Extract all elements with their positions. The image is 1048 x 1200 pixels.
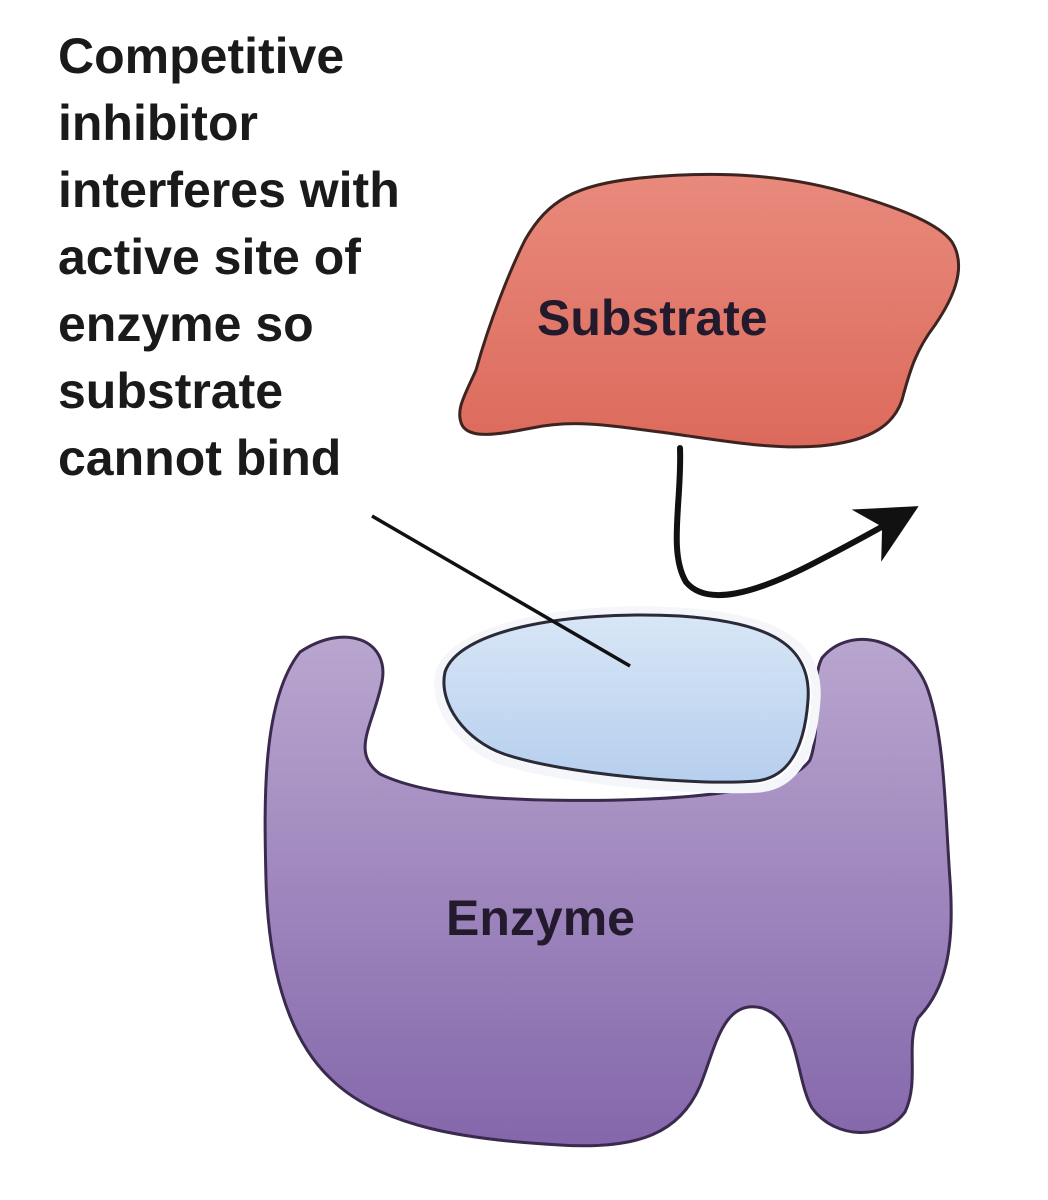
caption-line-5: enzyme so <box>58 296 314 352</box>
caption-line-6: substrate <box>58 363 283 419</box>
caption-line-2: inhibitor <box>58 95 258 151</box>
substrate-label: Substrate <box>537 290 768 346</box>
enzyme-label: Enzyme <box>446 890 635 946</box>
active-site-rim <box>434 606 821 794</box>
substrate-shape <box>458 172 961 449</box>
caption-line-1: Competitive <box>58 28 344 84</box>
deflection-arrow <box>673 445 919 599</box>
caption-leader-line <box>371 514 631 668</box>
enzyme-shape <box>263 635 953 1148</box>
caption-line-3: interferes with <box>58 162 400 218</box>
caption: Competitive inhibitor interferes with ac… <box>58 28 400 486</box>
caption-line-7: cannot bind <box>58 430 341 486</box>
competitive-inhibitor-shape <box>442 613 810 784</box>
caption-line-4: active site of <box>58 229 361 285</box>
